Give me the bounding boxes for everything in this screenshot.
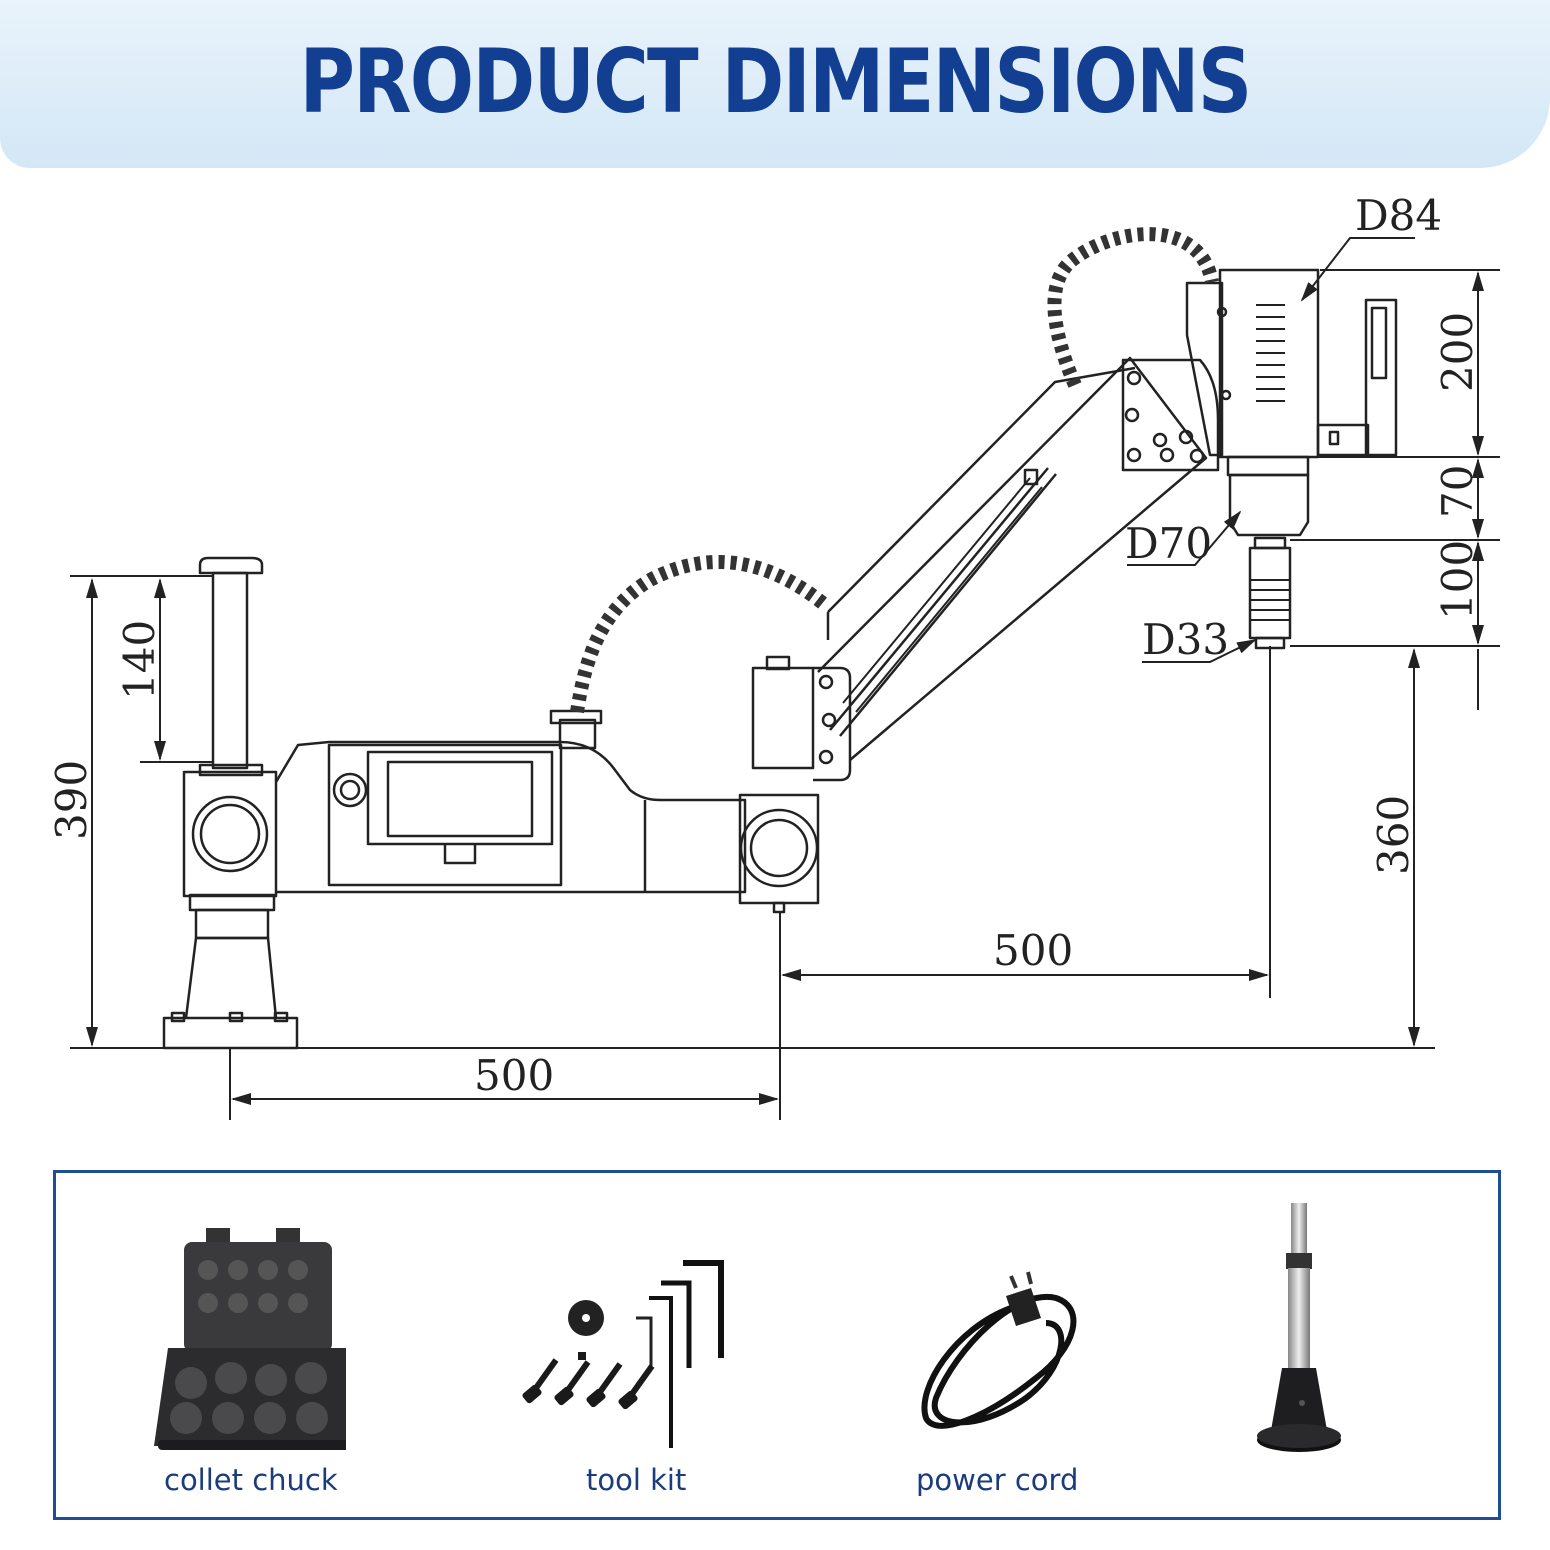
tapping-machine-drawing <box>162 227 1398 1050</box>
label-h390: 390 <box>47 760 96 840</box>
upper-arm <box>817 356 1208 761</box>
label-d70: D70 <box>1125 519 1212 568</box>
accessory-label-collet-chuck: collet chuck <box>164 1463 338 1497</box>
label-h70: 70 <box>1433 465 1482 518</box>
collet-chuck-case-icon <box>154 1228 346 1450</box>
label-d84: D84 <box>1355 191 1442 240</box>
label-h200: 200 <box>1433 312 1482 392</box>
label-reach-lower: 500 <box>474 1051 554 1100</box>
label-h360: 360 <box>1369 795 1418 875</box>
pivot-joint <box>182 770 278 898</box>
dimension-labels: D84 D70 D33 500 500 200 70 100 360 140 3… <box>47 191 1482 1100</box>
head-plate <box>1121 358 1220 472</box>
gas-spring <box>842 477 1043 713</box>
power-cord-icon <box>921 1271 1077 1429</box>
header-banner: PRODUCT DIMENSIONS <box>0 0 1550 168</box>
pedestal <box>184 893 278 1019</box>
page-title: PRODUCT DIMENSIONS <box>299 30 1252 133</box>
elbow-joint <box>738 793 820 914</box>
accessory-label-power-cord: power cord <box>916 1463 1079 1497</box>
label-h100: 100 <box>1433 540 1482 620</box>
spindle-housing <box>1226 455 1310 650</box>
tool-kit-icon <box>522 1260 724 1448</box>
label-d33: D33 <box>1142 615 1229 664</box>
stand-post <box>198 556 264 777</box>
accessories-panel: collet chuck tool kit power cord <box>53 1170 1501 1520</box>
column-stand-icon <box>1257 1203 1341 1452</box>
label-h140: 140 <box>115 620 164 700</box>
cable-upper <box>1047 227 1219 388</box>
main-arm <box>274 709 747 894</box>
dimension-lines <box>70 237 1500 1120</box>
accessory-label-tool-kit: tool kit <box>586 1463 687 1497</box>
base-plate <box>162 1011 299 1050</box>
label-reach-upper: 500 <box>993 926 1073 975</box>
cable-lower <box>570 555 830 714</box>
lower-pivot-block <box>751 655 852 782</box>
